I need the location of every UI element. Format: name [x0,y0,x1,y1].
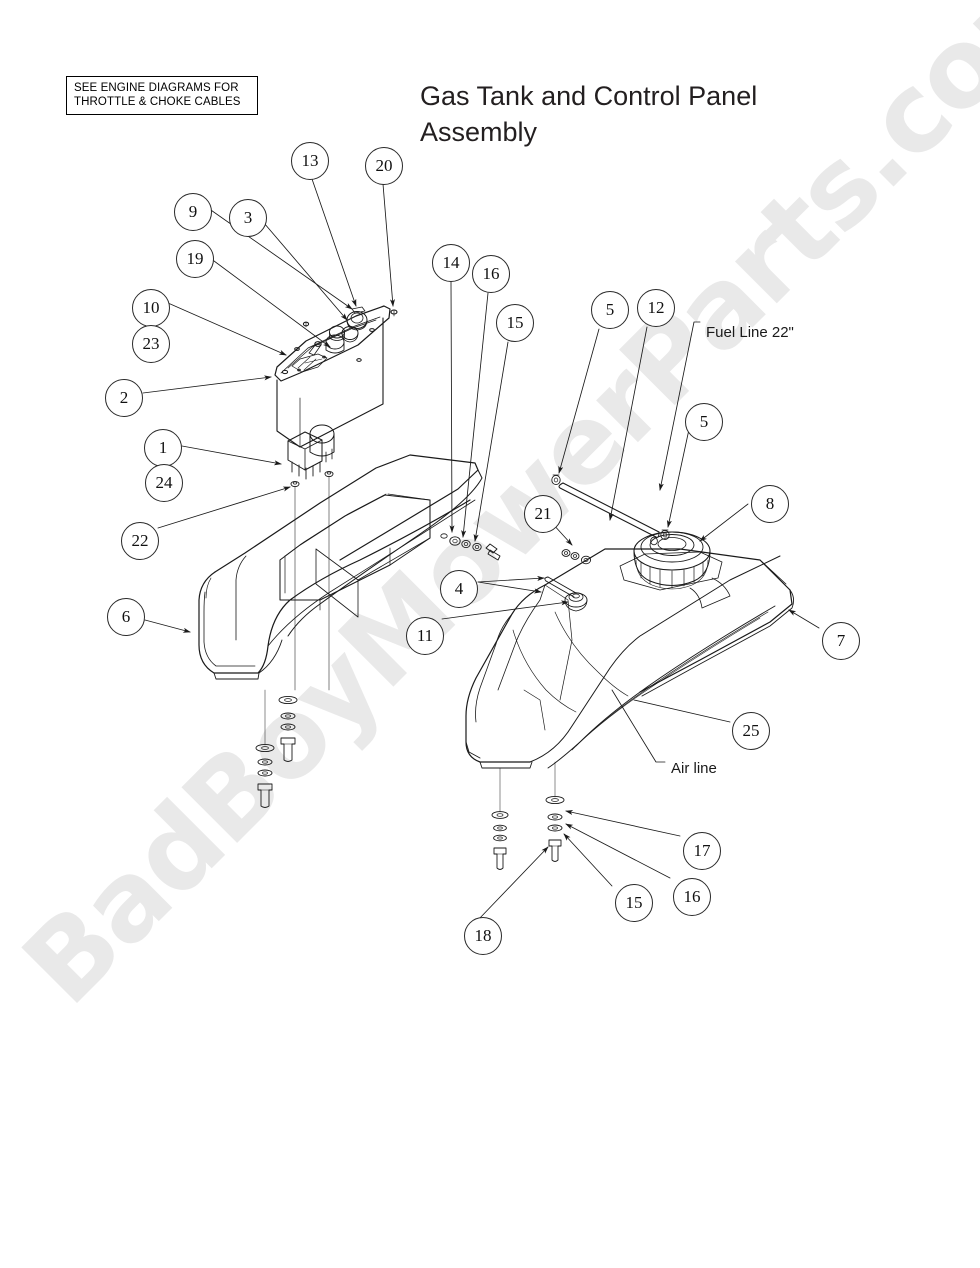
gas-cap-group [633,531,711,590]
callout-bubble-16[interactable]: 16 [673,878,711,916]
engine-diagram-note-box: SEE ENGINE DIAGRAMS FOR THROTTLE & CHOKE… [66,76,258,115]
callout-bubble-19[interactable]: 19 [176,240,214,278]
air-line-label: Air line [671,760,717,777]
callout-bubble-5[interactable]: 5 [685,403,723,441]
callout-bubble-18[interactable]: 18 [464,917,502,955]
right-gas-tank-group [465,548,795,769]
callout-bubble-4[interactable]: 4 [440,570,478,608]
callout-bubble-3[interactable]: 3 [229,199,267,237]
right-hardware-stack-b [545,761,565,862]
right-tank-hardware [561,549,592,565]
callout-bubble-10[interactable]: 10 [132,289,170,327]
callout-bubble-15[interactable]: 15 [496,304,534,342]
callout-bubble-24[interactable]: 24 [145,464,183,502]
callout-bubble-6[interactable]: 6 [107,598,145,636]
callout-bubble-25[interactable]: 25 [732,712,770,750]
left-hardware-stack-a [255,689,275,808]
left-console-shell-group [198,454,483,691]
callout-bubble-14[interactable]: 14 [432,244,470,282]
air-line-group [512,611,629,713]
note-line-2: THROTTLE & CHOKE CABLES [74,96,241,108]
left-hardware-stack-b [278,695,298,762]
callout-bubble-23[interactable]: 23 [132,325,170,363]
note-line-1: SEE ENGINE DIAGRAMS FOR [74,82,239,94]
callout-bubble-12[interactable]: 12 [637,289,675,327]
callout-bubble-9[interactable]: 9 [174,193,212,231]
callout-bubble-22[interactable]: 22 [121,522,159,560]
mid-hardware-group [440,533,501,561]
callout-bubble-13[interactable]: 13 [291,142,329,180]
callout-bubble-11[interactable]: 11 [406,617,444,655]
page-title: Gas Tank and Control Panel Assembly [420,78,850,150]
right-hardware-stack-a [491,767,509,870]
callout-bubble-8[interactable]: 8 [751,485,789,523]
callout-bubble-5[interactable]: 5 [591,291,629,329]
callout-bubble-20[interactable]: 20 [365,147,403,185]
callout-bubble-17[interactable]: 17 [683,832,721,870]
callout-bubble-1[interactable]: 1 [144,429,182,467]
control-panel-group [274,305,398,448]
fuel-line-group [551,474,670,546]
switch-assembly-group [287,424,335,480]
callout-bubble-2[interactable]: 2 [105,379,143,417]
callout-bubble-16[interactable]: 16 [472,255,510,293]
vent-fitting-group [544,576,588,612]
page-title-line-2: Assembly [420,117,538,147]
callout-bubble-7[interactable]: 7 [822,622,860,660]
callout-bubble-21[interactable]: 21 [524,495,562,533]
callout-bubble-15[interactable]: 15 [615,884,653,922]
page-title-line-1: Gas Tank and Control Panel [420,81,758,111]
fuel-line-label: Fuel Line 22" [706,324,794,341]
